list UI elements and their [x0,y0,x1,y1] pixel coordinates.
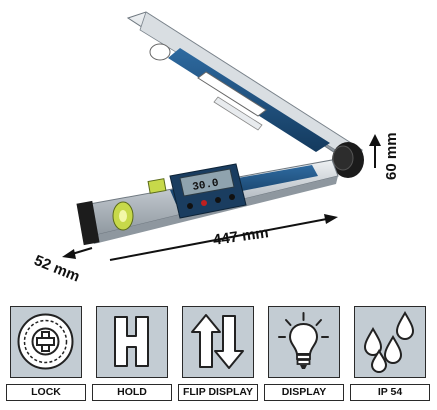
height-dimension-label: 60 mm [383,132,400,180]
display-light-tile [268,306,340,378]
feature-ip54: IP 54 [350,306,430,406]
height-dimension-line [369,134,381,168]
bubble-vial-horizontal [147,178,167,194]
button-2[interactable] [201,200,207,206]
flip-display-icon [191,314,244,369]
hinge-knob[interactable] [332,142,364,178]
feature-icons-row: LOCK HOLD FLIP DISPLAY [0,306,437,410]
display-reading: 30.0 [192,178,220,194]
length-dimension-line [109,214,338,261]
display-light-icon [278,312,329,369]
water-drops-tile [354,306,426,378]
lcd-screen [179,168,235,197]
button-1[interactable] [187,203,193,209]
lock-icon [17,313,74,370]
feature-display: DISPLAY [264,306,344,406]
arm-hole-1 [149,43,171,61]
lock-tile [10,306,82,378]
feature-hold: HOLD [92,306,172,406]
hold-icon [114,316,149,367]
feature-label-flip-display: FLIP DISPLAY [178,384,258,401]
feature-flip-display: FLIP DISPLAY [178,306,258,406]
feature-label-lock: LOCK [6,384,86,401]
bubble-vial-vertical [112,201,134,231]
button-3[interactable] [215,197,221,203]
arm-window [197,71,267,117]
feature-label-display: DISPLAY [264,384,344,401]
angle-measurer-image: BOSCH 30.0 [62,11,381,261]
button-4[interactable] [229,194,235,200]
feature-lock: LOCK [6,306,86,406]
arm-window-2 [213,96,263,131]
display-module: 30.0 [169,163,247,219]
flip-display-tile [182,306,254,378]
end-cap [76,200,100,246]
feature-label-hold: HOLD [92,384,172,401]
feature-label-ip54: IP 54 [350,384,430,401]
upper-arm: BOSCH [126,11,363,166]
width-dimension-line [62,247,93,259]
hold-tile [96,306,168,378]
water-drops-icon [363,311,415,373]
